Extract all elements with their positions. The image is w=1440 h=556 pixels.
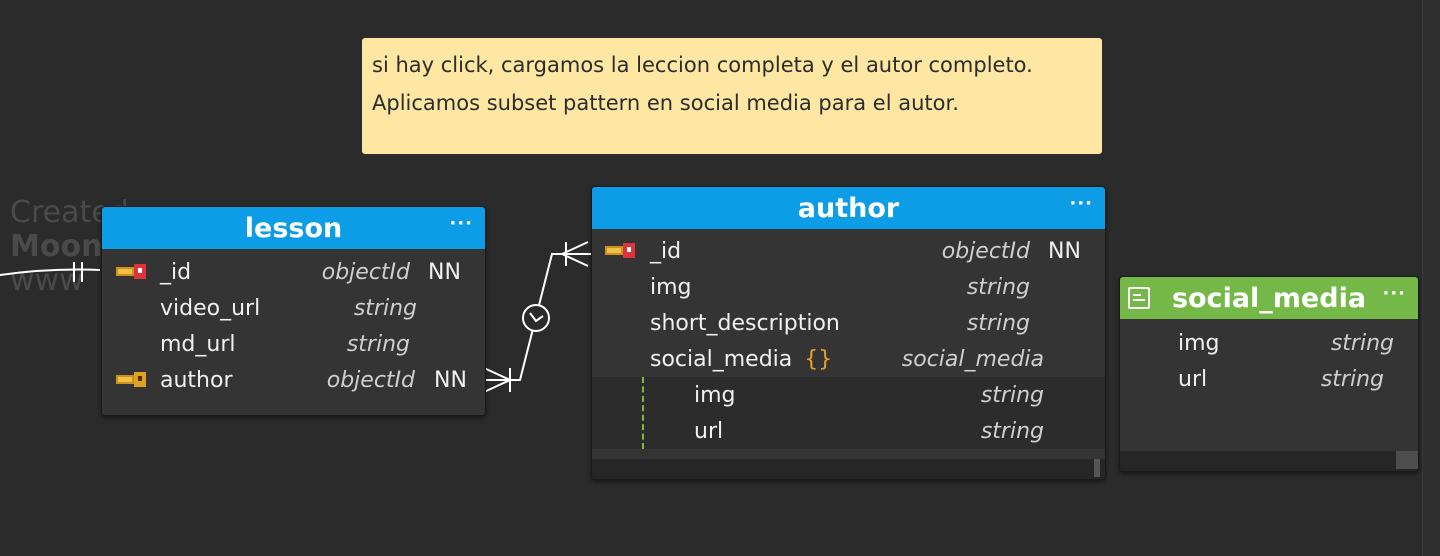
note-line-2: Aplicamos subset pattern en social media… [372,91,959,115]
field-type: objectId [941,238,1030,264]
author-table-menu-icon[interactable]: ··· [1069,193,1093,214]
field-name: img [650,274,692,300]
field-type: objectId [321,259,410,285]
field-type: string [1320,366,1384,392]
field-type: string [980,418,1044,444]
field-name: md_url [160,331,236,357]
author-field-short-description[interactable]: short_description string [592,305,1105,341]
fk-key-icon [116,372,146,387]
field-type: objectId [326,367,415,393]
author-field-id[interactable]: _id objectId NN [592,233,1105,269]
field-nn: NN [428,259,461,285]
field-type: string [353,295,417,321]
lesson-table-menu-icon[interactable]: ··· [449,213,473,234]
nested-fields-area [592,377,1105,449]
author-table[interactable]: author ··· _id objectId NN img string sh… [591,186,1106,480]
social-media-table-menu-icon[interactable]: ··· [1382,283,1406,304]
author-table-scrollbar[interactable] [592,459,1105,479]
canvas-right-strip [1422,0,1440,556]
field-name: img [694,382,736,408]
lesson-field-md-url[interactable]: md_url string [102,326,485,362]
lesson-field-id[interactable]: _id objectId NN [102,254,485,290]
author-field-img[interactable]: img string [592,269,1105,305]
lesson-table-title: lesson [244,212,343,244]
note-line-1: si hay click, cargamos la leccion comple… [372,53,1033,77]
social-media-field-url[interactable]: url string [1120,361,1418,397]
scroll-thumb[interactable] [1094,459,1100,477]
social-media-table-header[interactable]: social_media ··· [1120,277,1418,319]
field-name: _id [650,238,682,264]
field-name: img [1178,330,1220,356]
field-type: social_media [901,346,1044,372]
lesson-field-author[interactable]: author objectId NN [102,362,485,398]
lesson-field-video-url[interactable]: video_url string [102,290,485,326]
lesson-table[interactable]: lesson ··· _id objectId NN video_url str… [101,206,486,416]
field-type: string [966,310,1030,336]
embedded-doc-icon: {} [804,346,833,372]
field-type: string [1330,330,1394,356]
field-name: author [160,367,233,393]
document-icon [1128,287,1150,309]
field-name: short_description [650,310,840,336]
pk-key-icon [605,243,635,258]
pk-key-icon [116,264,146,279]
field-nn: NN [434,367,467,393]
author-table-header[interactable]: author ··· [592,187,1105,229]
field-nn: NN [1048,238,1081,264]
author-field-social-media[interactable]: social_media {} social_media [592,341,1105,377]
field-name-text: social_media [650,346,793,372]
field-name: url [1178,366,1208,392]
field-name: video_url [160,295,261,321]
watermark-line-2: Moon [10,229,103,264]
scroll-thumb[interactable] [1396,451,1418,469]
social-media-table[interactable]: social_media ··· img string url string [1119,276,1419,472]
field-type: string [966,274,1030,300]
sticky-note[interactable]: si hay click, cargamos la leccion comple… [362,38,1102,154]
author-nested-field-url[interactable]: url string [592,413,1105,449]
social-media-table-title: social_media [1171,282,1367,314]
author-table-title: author [797,192,900,224]
social-media-field-img[interactable]: img string [1120,325,1418,361]
field-name: social_media {} [650,347,832,372]
field-name: _id [160,259,192,285]
field-name: url [694,418,724,444]
nested-indent-line [642,377,644,449]
field-type: string [346,331,410,357]
social-media-table-scrollbar[interactable] [1120,451,1418,471]
lesson-table-header[interactable]: lesson ··· [102,207,485,249]
field-type: string [980,382,1044,408]
author-nested-field-img[interactable]: img string [592,377,1105,413]
